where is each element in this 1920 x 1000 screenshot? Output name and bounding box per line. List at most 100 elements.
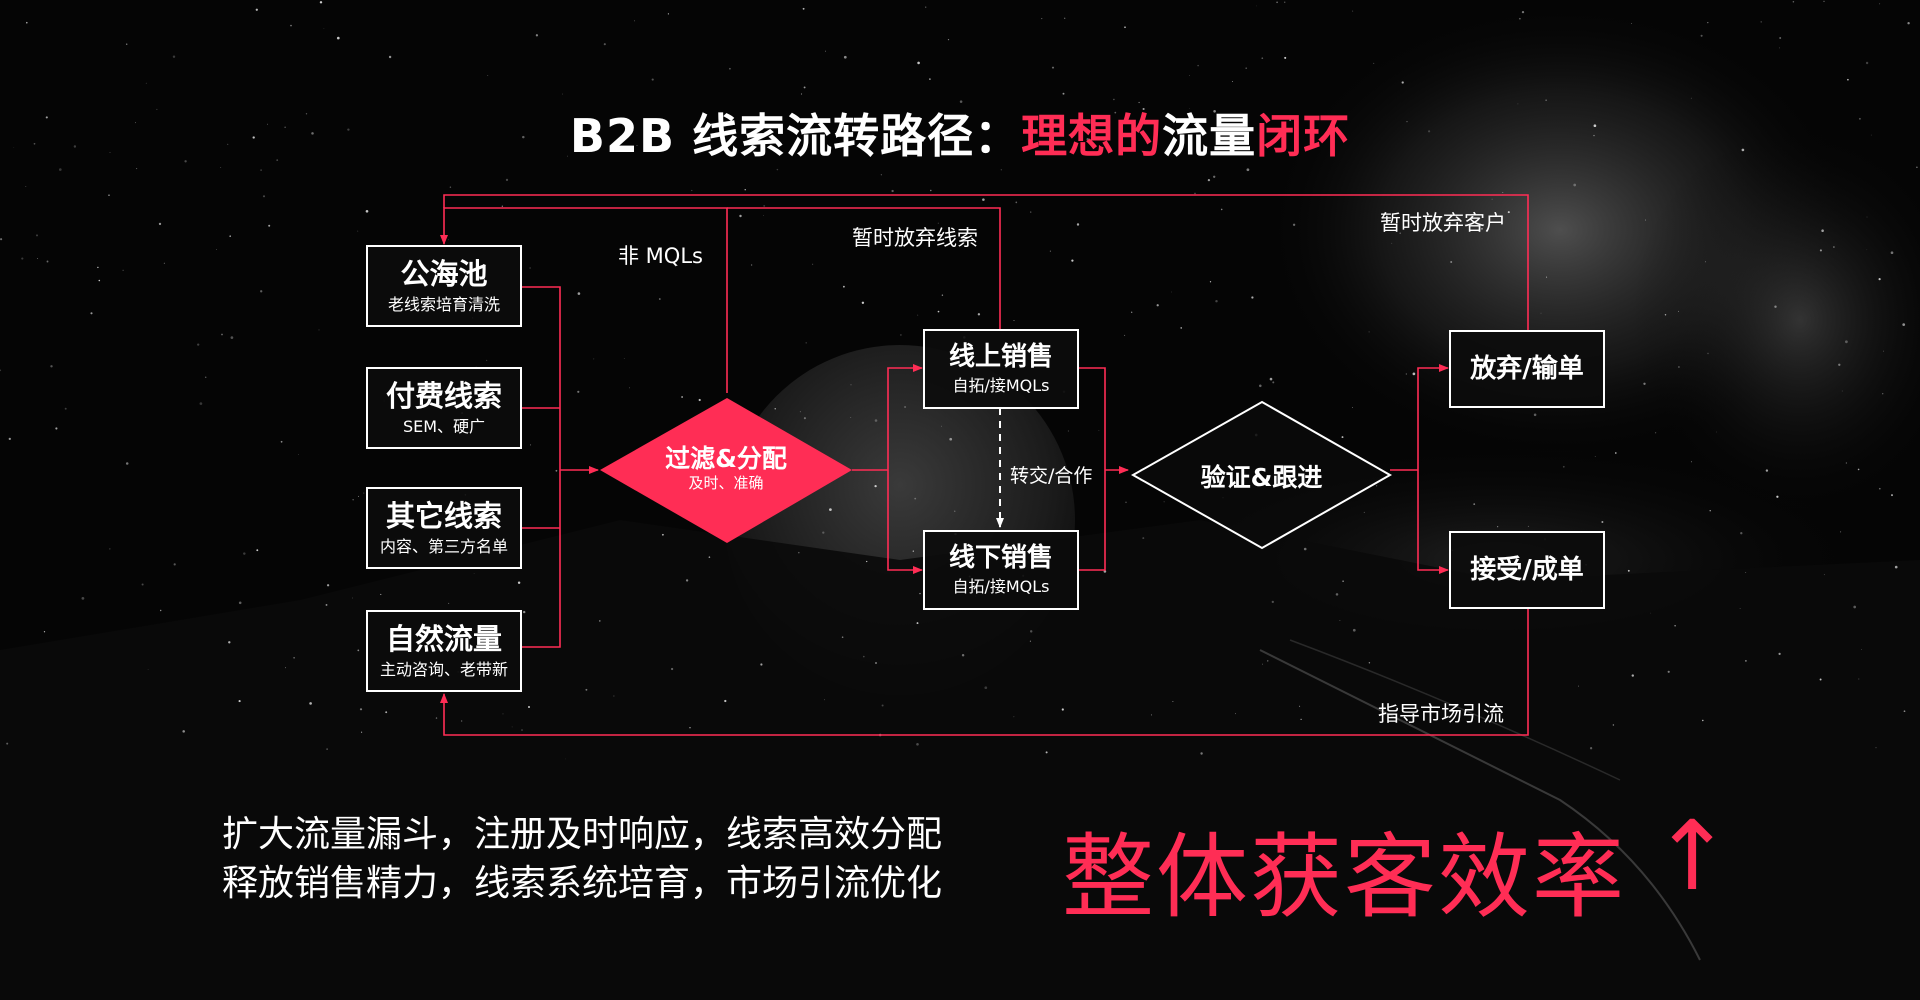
summary-text: 扩大流量漏斗，注册及时响应，线索高效分配 释放销售精力，线索系统培育，市场引流优… (222, 810, 942, 908)
star (336, 36, 340, 40)
star (21, 257, 24, 260)
star (800, 93, 803, 95)
star (881, 704, 884, 707)
star (90, 312, 93, 315)
star (255, 8, 258, 11)
star (122, 269, 124, 271)
source-title: 付费线索 (385, 379, 502, 414)
star (228, 641, 231, 644)
star (739, 214, 742, 218)
star (361, 731, 363, 733)
edge-label-non-mql: 非 MQLs (618, 244, 703, 268)
sales-title: 线下销售 (948, 543, 1053, 574)
sales-subtitle: 自拓/接MQLs (952, 576, 1050, 596)
star (1866, 249, 1868, 251)
star (357, 495, 360, 497)
star (33, 142, 36, 145)
connector-source-1 (522, 286, 561, 648)
star (1271, 600, 1274, 604)
star (724, 699, 727, 703)
summary-line: 扩大流量漏斗，注册及时响应，线索高效分配 (222, 814, 943, 855)
star (528, 706, 530, 708)
star (1521, 10, 1525, 14)
star (1292, 223, 1296, 226)
headline-efficiency: 整体获客效率 (1062, 824, 1627, 931)
star (1650, 612, 1652, 614)
star (1870, 134, 1872, 136)
star (1180, 327, 1183, 329)
star (1124, 26, 1126, 29)
star (916, 742, 919, 746)
star (502, 713, 504, 715)
star (565, 758, 566, 760)
star (803, 417, 806, 420)
star (1300, 718, 1302, 721)
star (1902, 323, 1906, 326)
star (1342, 580, 1344, 583)
star (670, 667, 674, 671)
star (577, 292, 581, 295)
source-subtitle: 主动咨询、老带新 (379, 659, 508, 679)
star (1741, 148, 1745, 152)
star (1562, 465, 1565, 468)
star (505, 178, 509, 182)
star (380, 593, 382, 595)
star (238, 700, 241, 703)
star (954, 510, 956, 512)
star (1156, 304, 1159, 307)
star (1220, 208, 1223, 211)
star (914, 497, 917, 500)
star (1612, 724, 1615, 726)
star (521, 729, 523, 731)
star (1261, 57, 1264, 60)
star (197, 343, 200, 346)
star (1399, 232, 1401, 234)
star (1213, 110, 1216, 113)
star (1213, 175, 1216, 178)
star (1838, 363, 1841, 366)
star (1197, 64, 1199, 67)
star (763, 204, 766, 207)
star (929, 78, 931, 80)
star (215, 248, 217, 250)
star (1045, 751, 1048, 754)
star (1352, 407, 1354, 408)
outcome-title: 接受/成单 (1470, 554, 1584, 585)
star (145, 82, 147, 84)
star (866, 560, 868, 563)
star (1256, 5, 1257, 7)
star (26, 21, 28, 24)
star (863, 655, 865, 658)
star (1778, 652, 1781, 656)
star (1030, 211, 1032, 213)
star (1890, 251, 1894, 255)
star (661, 533, 664, 536)
sales-box-online: 线上销售 自拓/接MQLs (923, 329, 1079, 409)
star (623, 358, 625, 359)
star (937, 222, 939, 224)
star (1674, 625, 1676, 627)
star (1878, 278, 1881, 281)
connector-sales-merge (1079, 367, 1106, 571)
star (850, 384, 852, 386)
star (982, 198, 985, 201)
star (1643, 382, 1646, 385)
star (1189, 75, 1190, 76)
star (1865, 61, 1869, 65)
star (1408, 707, 1410, 709)
star (598, 620, 601, 622)
star (357, 230, 359, 232)
connector-to-accept (1417, 470, 1449, 574)
star (1406, 121, 1408, 123)
star (141, 583, 144, 586)
star (744, 189, 746, 191)
star (1578, 685, 1579, 687)
star (916, 622, 919, 625)
star (147, 669, 149, 670)
sales-title: 线上销售 (948, 342, 1053, 373)
star (43, 631, 46, 633)
star (1259, 384, 1262, 388)
star (1858, 117, 1861, 120)
star (501, 205, 503, 207)
star (812, 263, 814, 265)
